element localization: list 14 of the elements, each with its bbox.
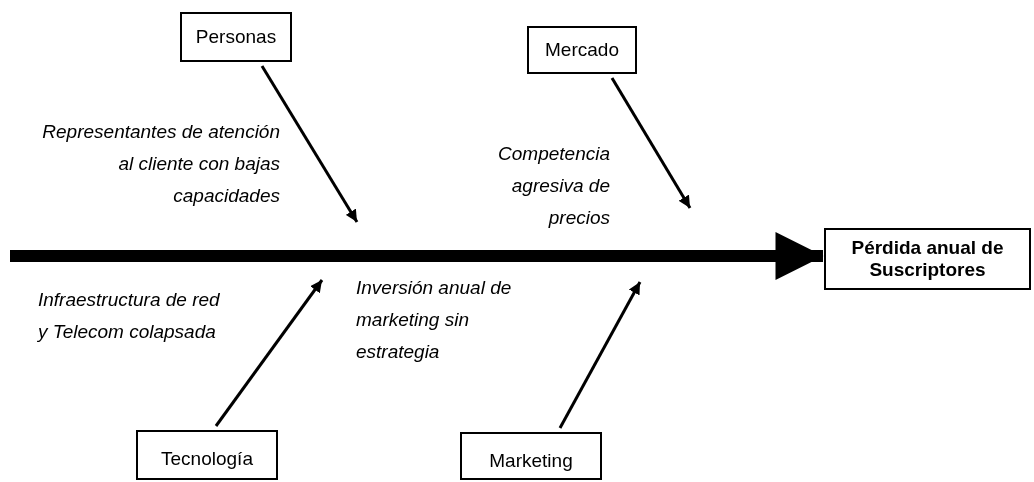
arrow — [214, 279, 324, 427]
effect-box: Pérdida anual de Suscriptores — [824, 228, 1031, 290]
category-box: Mercado — [527, 26, 637, 74]
category-box: Personas — [180, 12, 292, 62]
arrow — [260, 65, 359, 223]
cause-text: Competencia agresiva de precios — [497, 142, 610, 230]
category-box: Marketing — [460, 432, 602, 480]
cause-text: Infraestructura de red y Telecom colapsada — [38, 288, 221, 344]
cause-text: Representantes de atención al cliente con bajas capacidades — [41, 120, 280, 208]
spine-arrow — [10, 232, 824, 280]
cause-text: Inversión anual de marketing sin estrategia — [356, 276, 513, 364]
arrow — [558, 281, 642, 429]
arrow — [610, 77, 692, 209]
category-box: Tecnología — [136, 430, 278, 480]
